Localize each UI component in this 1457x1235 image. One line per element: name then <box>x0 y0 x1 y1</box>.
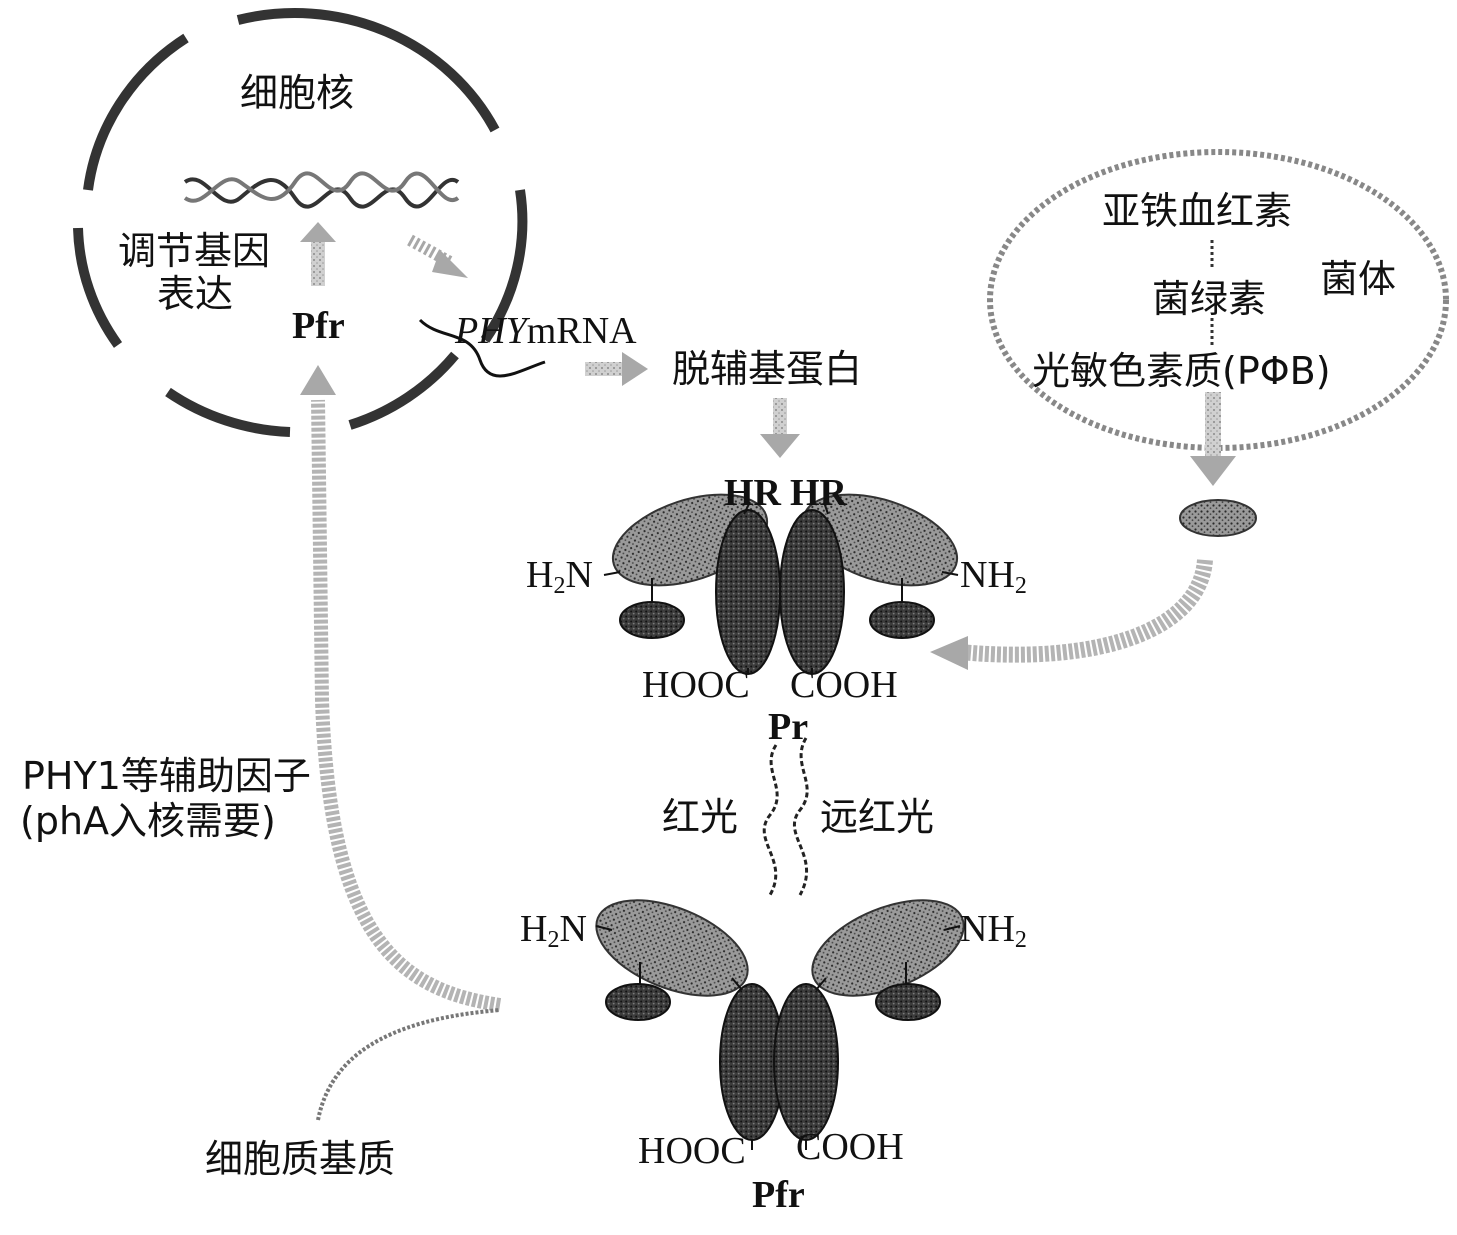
gene-regulation-label-1: 调节基因 <box>118 229 271 273</box>
pfr-h2n-label: H2N <box>520 910 587 952</box>
dna-helix <box>183 171 460 209</box>
pr-h2n-sub: 2 <box>553 573 566 599</box>
phytochromobilin-label: 光敏色素质(PΦB) <box>1032 349 1331 393</box>
pr-cooh-label: COOH <box>790 664 898 706</box>
cofactor-label-2: (phA入核需要) <box>20 799 276 843</box>
pr-nh2-label: NH2 <box>960 556 1027 598</box>
pfr-cooh-label: COOH <box>796 1126 904 1168</box>
cytoplasm-label: 细胞质基质 <box>205 1137 396 1181</box>
pr-form-label: Pr <box>768 706 809 748</box>
chromophore <box>1179 499 1257 537</box>
pfr-h2n-n: N <box>559 908 587 950</box>
pfr-nh2-label: NH2 <box>960 910 1027 952</box>
pr-nh2-nh: NH <box>960 554 1015 596</box>
pr-hr-right: HR <box>790 472 847 514</box>
mrna-label: PHYmRNA <box>455 312 637 350</box>
red-light-label: 红光 <box>662 795 739 839</box>
pfr-nh2-sub: 2 <box>1014 927 1027 953</box>
pr-h2n-h: H <box>526 554 554 596</box>
arrow-apoprotein-to-pr <box>760 398 800 458</box>
light-squiggles <box>762 737 809 896</box>
pfr-form-label: Pfr <box>752 1174 805 1216</box>
mrna-strand <box>418 318 546 378</box>
apoprotein-label: 脱辅基蛋白 <box>672 347 863 391</box>
pfr-hooc-label: HOOC <box>638 1130 746 1172</box>
arrow-pfb-out <box>1190 392 1236 486</box>
far-red-light-label: 远红光 <box>820 795 935 839</box>
arrow-chromophore-to-pr <box>930 559 1213 670</box>
cytoplasm-pointer <box>316 1008 501 1121</box>
pr-hr-left: HR <box>724 472 781 514</box>
pfr-h2n-h: H <box>520 908 548 950</box>
pfr-nh2-nh: NH <box>960 908 1015 950</box>
nucleus-label: 细胞核 <box>240 71 355 115</box>
nucleus-envelope <box>73 8 528 437</box>
pr-h2n-label: H2N <box>526 556 593 598</box>
pfr-protein <box>595 899 965 1150</box>
heme-label: 亚铁血红素 <box>1102 189 1293 233</box>
gene-regulation-label-2: 表达 <box>157 272 234 316</box>
arrow-dna-to-mrna <box>407 234 468 278</box>
plastid-envelope <box>987 149 1449 451</box>
arrow-pfr-import <box>300 365 502 1012</box>
arrow-pfr-to-gene <box>300 222 336 286</box>
arrow-mrna-to-apoprotein <box>585 352 648 386</box>
pr-protein <box>603 493 959 675</box>
biliverdin-label: 菌绿素 <box>1152 277 1267 321</box>
mrna-suffix: mRNA <box>526 310 637 352</box>
pr-hooc-label: HOOC <box>642 664 750 706</box>
pr-h2n-n: N <box>565 554 593 596</box>
pfr-nucleus-label: Pfr <box>292 305 345 347</box>
cofactor-label-1: PHY1等辅助因子 <box>22 754 311 798</box>
pr-nh2-sub: 2 <box>1014 573 1027 599</box>
mrna-gene-name: PHY <box>455 310 527 352</box>
plastid-organelle-label: 菌体 <box>1320 257 1397 301</box>
pfr-h2n-sub: 2 <box>547 927 560 953</box>
